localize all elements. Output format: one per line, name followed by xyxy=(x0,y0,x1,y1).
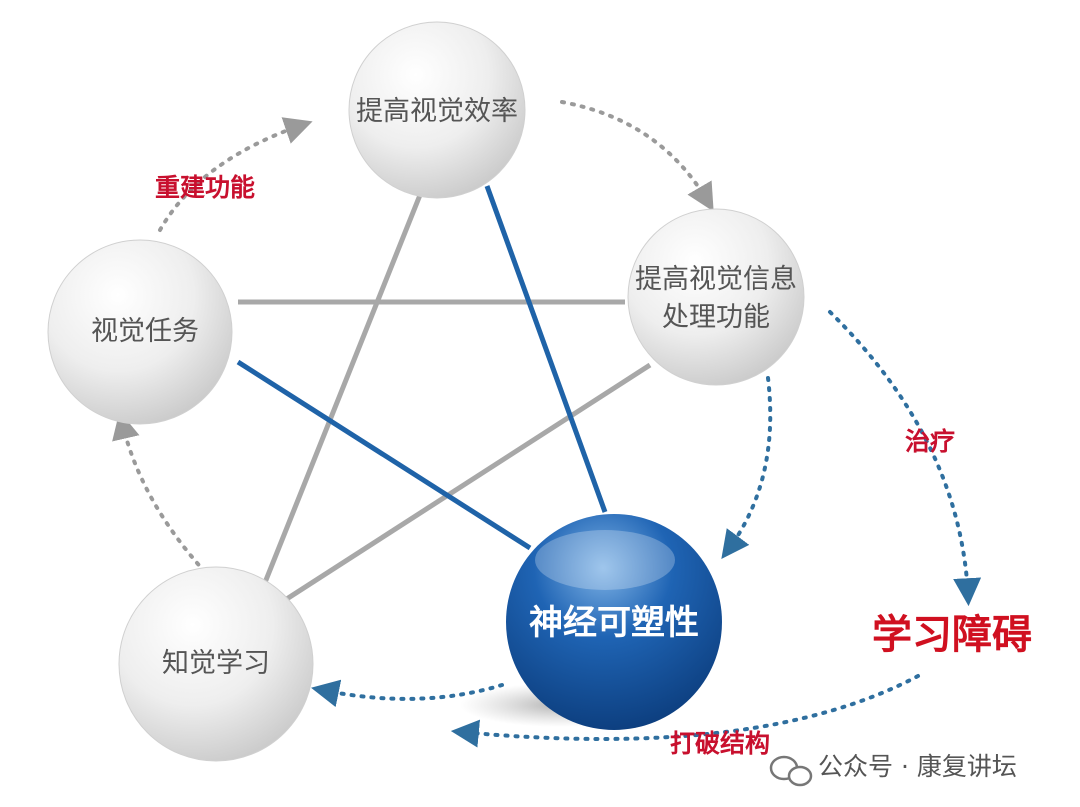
label-break-structure: 打破结构 xyxy=(670,729,770,758)
wechat-icon xyxy=(769,755,813,787)
label-treatment: 治疗 xyxy=(905,427,955,456)
label-learning-disorder: 学习障碍 xyxy=(872,612,1032,658)
line-top-to-bottom-left xyxy=(255,194,423,601)
arrow-left-to-top xyxy=(158,117,313,232)
node-top-label: 提高视觉效率 xyxy=(356,96,518,127)
arrow-center-to-bottom-left xyxy=(311,679,504,708)
arrow-learning-disorder-to-bottom xyxy=(450,674,920,748)
arrow-right-to-center xyxy=(721,376,773,559)
node-center-label: 神经可塑性 xyxy=(529,603,699,643)
arrow-bottom-left-to-left xyxy=(112,411,207,574)
node-right-label-line1: 提高视觉信息 xyxy=(635,264,797,295)
node-left-label: 视觉任务 xyxy=(91,316,199,347)
node-right: 提高视觉信息 处理功能 xyxy=(627,208,805,386)
line-left-to-center xyxy=(236,359,532,551)
line-right-to-bottom-left xyxy=(280,362,652,605)
node-right-label-line2: 处理功能 xyxy=(662,302,770,333)
arrow-top-to-right xyxy=(560,100,714,212)
watermark-text: 公众号 · 康复讲坛 xyxy=(818,752,1017,781)
line-top-to-center xyxy=(484,185,608,513)
label-rebuild: 重建功能 xyxy=(155,173,255,202)
node-center: 神经可塑性 xyxy=(506,514,722,730)
node-top: 提高视觉效率 xyxy=(348,21,526,199)
node-bottom-left-label: 知觉学习 xyxy=(162,648,270,679)
node-left: 视觉任务 xyxy=(47,239,233,425)
arrow-right-to-learning-disorder xyxy=(828,310,982,607)
node-bottom-left: 知觉学习 xyxy=(118,566,314,762)
watermark: 公众号 · 康复讲坛 xyxy=(769,752,1017,787)
